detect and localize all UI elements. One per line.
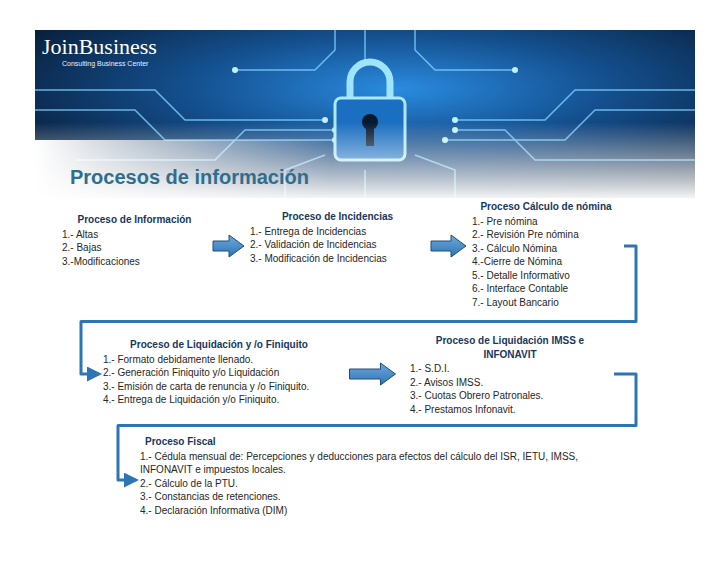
process-step: 3.- Modificación de Incidencias bbox=[250, 252, 425, 266]
process-heading: Proceso de Liquidación y /o Finiquito bbox=[103, 338, 335, 352]
process-heading: Proceso de Liquidación IMSS e INFONAVIT bbox=[410, 334, 610, 361]
process-step: 2.- Avisos IMSS. bbox=[410, 376, 610, 390]
process-heading: Proceso de Incidencias bbox=[250, 210, 425, 224]
process-step: 2.- Cálculo de la PTU. bbox=[140, 477, 592, 491]
process-step: 3.- Emisión de carta de renuncia y /o Fi… bbox=[103, 380, 335, 394]
process-step: 7.- Layout Bancario bbox=[472, 296, 620, 310]
process-step: 2.- Revisión Pre nómina bbox=[472, 228, 620, 242]
process-step: 2.- Validación de Incidencias bbox=[250, 238, 425, 252]
process-group: Proceso Cálculo de nómina1.- Pre nómina2… bbox=[472, 200, 620, 309]
logo-tagline: Consulting Business Center bbox=[62, 60, 148, 67]
process-step: 4.- Declaración Informativa (DIM) bbox=[140, 504, 592, 518]
process-step: 1.- Pre nómina bbox=[472, 215, 620, 229]
block-arrow bbox=[431, 235, 466, 257]
process-group: Proceso de Incidencias1.- Entrega de Inc… bbox=[250, 210, 425, 265]
block-arrow bbox=[350, 363, 396, 385]
process-group: Proceso de Liquidación y /o Finiquito1.-… bbox=[103, 338, 335, 407]
block-arrow bbox=[213, 235, 244, 257]
page-title: Procesos de información bbox=[70, 166, 309, 189]
process-step: 3.- Cálculo Nómina bbox=[472, 242, 620, 256]
process-group: Proceso de Información1.- Altas2.- Bajas… bbox=[62, 213, 207, 268]
process-heading: Proceso Cálculo de nómina bbox=[472, 200, 620, 214]
process-step: 2.- Bajas bbox=[62, 241, 207, 255]
process-step: 3.-Modificaciones bbox=[62, 255, 207, 269]
process-step: 1.- Altas bbox=[62, 228, 207, 242]
process-step: 4.- Entrega de Liquidación y/o Finiquito… bbox=[103, 393, 335, 407]
flow-connector bbox=[81, 246, 636, 374]
process-step: 1.- Entrega de Incidencias bbox=[250, 225, 425, 239]
process-heading: Proceso Fiscal bbox=[140, 435, 592, 449]
process-step: 1.- Formato debidamente llenado. bbox=[103, 353, 335, 367]
logo-text: JoinBusiness bbox=[42, 34, 157, 60]
process-step: 1.- Cédula mensual de: Percepciones y de… bbox=[140, 450, 592, 477]
process-step: 1.- S.D.I. bbox=[410, 362, 610, 376]
process-step: 4.- Prestamos Infonavit. bbox=[410, 403, 610, 417]
process-step: 6.- Interface Contable bbox=[472, 282, 620, 296]
process-heading: Proceso de Información bbox=[62, 213, 207, 227]
process-step: 3.- Cuotas Obrero Patronales. bbox=[410, 389, 610, 403]
process-step: 3.- Constancias de retenciones. bbox=[140, 490, 592, 504]
process-step: 4.-Cierre de Nómina bbox=[472, 255, 620, 269]
process-group: Proceso de Liquidación IMSS e INFONAVIT1… bbox=[410, 334, 610, 416]
process-group: Proceso Fiscal1.- Cédula mensual de: Per… bbox=[140, 435, 592, 517]
process-step: 2.- Generación Finiquito y/o Liquidación bbox=[103, 366, 335, 380]
process-step: 5.- Detalle Informativo bbox=[472, 269, 620, 283]
